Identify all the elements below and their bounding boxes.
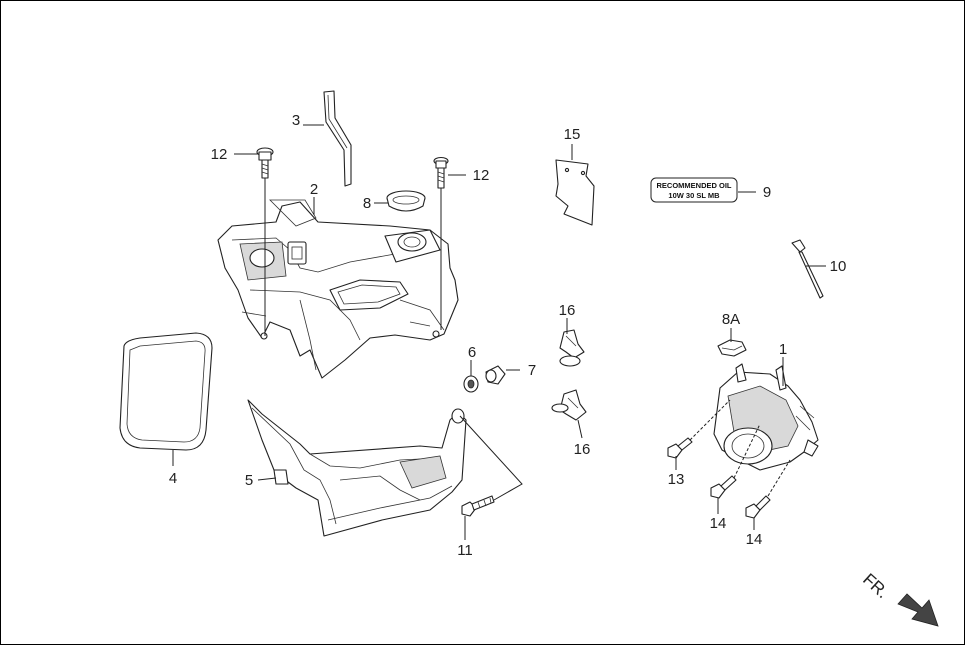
- part-13-bolt: [667, 437, 693, 459]
- part-11-bolt: [461, 495, 495, 517]
- callout-numbers: 1 2 3 4 5 6 7 8 8A 9 10 11 12 12 13 14 1…: [169, 112, 847, 559]
- callout-16-upper: 16: [559, 302, 576, 319]
- callout-15: 15: [564, 126, 581, 143]
- callout-5: 5: [245, 472, 253, 489]
- airbox-upper-housing: [217, 199, 459, 379]
- callout-10: 10: [830, 258, 847, 275]
- part-12-bolt-right: [433, 156, 449, 189]
- callout-1: 1: [779, 341, 787, 358]
- front-direction-label: FR.: [859, 570, 892, 602]
- callout-8a: 8A: [722, 311, 740, 328]
- part-12-bolt-left: [256, 147, 274, 179]
- part-16-clip-lower: [551, 389, 587, 421]
- part-6-bushing: [463, 375, 479, 393]
- part-8-grommet: [386, 190, 426, 212]
- callout-7: 7: [528, 362, 536, 379]
- callout-16-lower: 16: [574, 441, 591, 458]
- callout-13: 13: [668, 471, 685, 488]
- callout-3: 3: [292, 112, 300, 129]
- callout-11: 11: [457, 542, 473, 559]
- part-7-cap: [485, 365, 506, 385]
- airbox-lower-housing: [247, 399, 467, 537]
- part-1-headlight-assembly: [713, 363, 819, 471]
- callout-4: 4: [169, 470, 177, 487]
- callout-12-left: 12: [211, 146, 228, 163]
- arrow-down-right-icon: [897, 593, 939, 627]
- oil-label-line2: 10W 30 SL MB: [668, 191, 720, 200]
- callout-8: 8: [363, 195, 371, 212]
- part-8a-nut: [717, 339, 747, 357]
- part-14-bolt-left: [710, 475, 737, 499]
- part-3-bracket: [323, 90, 352, 187]
- alignment-lines: [264, 178, 791, 497]
- callout-6: 6: [468, 344, 476, 361]
- callout-9: 9: [763, 184, 771, 201]
- leader-lines: [172, 124, 826, 540]
- part-4-gasket: [119, 332, 213, 451]
- part-16-clip-upper: [559, 329, 585, 367]
- oil-label-line1: RECOMMENDED OIL: [657, 181, 732, 190]
- part-15-plate: [555, 159, 595, 226]
- callout-14-right: 14: [746, 531, 763, 548]
- callout-12-right: 12: [473, 167, 490, 184]
- part-9-oil-label: RECOMMENDED OIL 10W 30 SL MB: [650, 177, 738, 203]
- front-direction-indicator: FR.: [859, 570, 939, 627]
- callout-2: 2: [310, 181, 318, 198]
- part-10-strap: [791, 239, 824, 299]
- part-14-bolt-right: [745, 495, 771, 519]
- callout-14-left: 14: [710, 515, 727, 532]
